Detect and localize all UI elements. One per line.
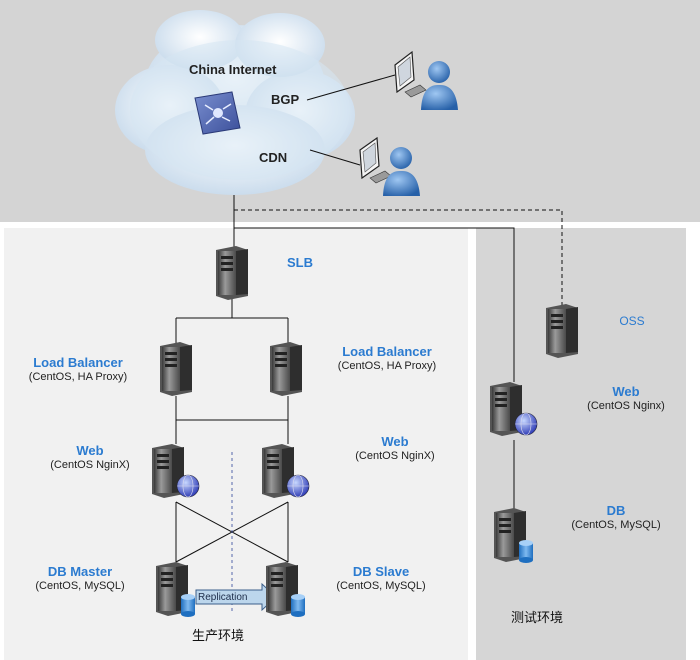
db-slave-label: DB Slave (CentOS, MySQL) xyxy=(323,565,439,593)
slb-server-icon xyxy=(216,246,248,300)
lb-right-server-icon xyxy=(270,342,302,396)
oss-title: OSS xyxy=(619,314,645,328)
test-db-sub: (CentOS, MySQL) xyxy=(571,519,661,531)
db-slave-sub: (CentOS, MySQL) xyxy=(336,580,426,592)
test-db-title: DB xyxy=(606,503,626,518)
web-left-sub: (CentOS NginX) xyxy=(50,459,130,471)
cloud-shape xyxy=(115,10,355,195)
production-region xyxy=(4,228,468,660)
lb-right-label: Load Balancer (CentOS, HA Proxy) xyxy=(325,345,449,373)
web-right-label: Web (CentOS NginX) xyxy=(340,435,450,463)
db-slave-title: DB Slave xyxy=(352,564,410,579)
oss-label: OSS xyxy=(612,314,652,328)
test-region xyxy=(476,228,686,660)
web-right-server-icon xyxy=(262,444,310,498)
test-web-sub: (CentOS Nginx) xyxy=(587,400,665,412)
cdn-label: CDN xyxy=(259,150,288,165)
lb-right-title: Load Balancer xyxy=(342,344,432,359)
replication-label: Replication xyxy=(198,592,248,603)
lb-left-server-icon xyxy=(160,342,192,396)
db-slave-server-icon xyxy=(266,562,305,617)
web-left-title: Web xyxy=(76,443,104,458)
test-caption: 测试环境 xyxy=(511,610,564,625)
dashed-oss-link xyxy=(234,209,563,305)
client-pc-bottom-icon xyxy=(309,136,392,184)
web-left-label: Web (CentOS NginX) xyxy=(30,444,150,472)
lb-left-title: Load Balancer xyxy=(33,355,123,370)
web-left-server-icon xyxy=(152,444,200,498)
test-db-label: DB (CentOS, MySQL) xyxy=(560,504,672,532)
web-right-sub: (CentOS NginX) xyxy=(355,450,435,462)
db-master-title: DB Master xyxy=(47,564,113,579)
cloud-title: China Internet xyxy=(189,62,277,77)
test-web-title: Web xyxy=(612,384,640,399)
slb-label: SLB xyxy=(287,256,313,270)
bgp-label: BGP xyxy=(271,92,300,107)
lb-left-sub: (CentOS, HA Proxy) xyxy=(28,371,128,383)
lb-left-label: Load Balancer (CentOS, HA Proxy) xyxy=(18,356,138,384)
client-pc-top-icon xyxy=(306,50,427,101)
oss-server-icon xyxy=(546,304,578,358)
db-master-server-icon xyxy=(156,562,195,617)
bgp-switch-icon xyxy=(194,91,241,135)
user-top-icon xyxy=(421,61,458,110)
web-right-title: Web xyxy=(381,434,409,449)
db-master-sub: (CentOS, MySQL) xyxy=(35,580,125,592)
slb-title: SLB xyxy=(287,255,313,270)
lb-right-sub: (CentOS, HA Proxy) xyxy=(337,360,437,372)
production-caption: 生产环境 xyxy=(192,628,245,643)
user-bottom-icon xyxy=(383,147,420,196)
test-db-server-icon xyxy=(494,508,533,563)
test-web-label: Web (CentOS Nginx) xyxy=(574,385,678,413)
db-master-label: DB Master (CentOS, MySQL) xyxy=(20,565,140,593)
test-web-server-icon xyxy=(490,382,538,436)
